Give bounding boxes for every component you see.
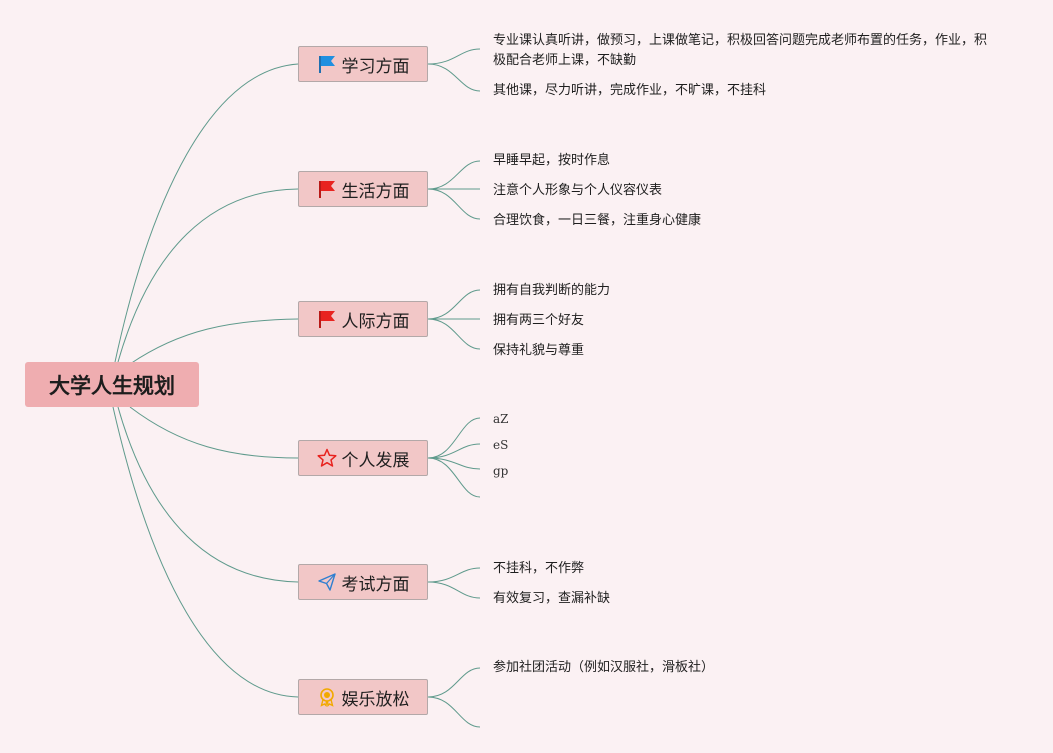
connector-study-leaf	[427, 48, 481, 65]
branch-label: 娱乐放松	[341, 689, 410, 710]
connector-root-development	[129, 406, 299, 459]
connector-life-leaf	[427, 188, 481, 220]
medal-icon	[317, 687, 337, 707]
blue-flag-icon	[317, 54, 337, 74]
paper-plane-icon	[317, 572, 337, 592]
branch-label: 生活方面	[341, 181, 410, 202]
connector-life-leaf	[427, 160, 481, 190]
branch-exam[interactable]: 考试方面	[298, 564, 428, 600]
connector-root-exam	[117, 406, 299, 583]
branch-study[interactable]: 学习方面	[298, 46, 428, 82]
red-flag-icon	[317, 309, 337, 329]
leaf-topic[interactable]: 专业课认真听讲，做预习，上课做笔记，积极回答问题完成老师布置的任务，作业，积极配…	[493, 33, 988, 68]
star-icon	[316, 448, 337, 468]
connector-exam-leaf	[427, 581, 481, 599]
branch-label: 考试方面	[341, 574, 410, 595]
connector-social-leaf	[427, 318, 481, 350]
connector-exam-leaf	[427, 567, 481, 583]
leaf-topic[interactable]: 拥有两三个好友	[493, 313, 585, 328]
leaf-topic[interactable]: 注意个人形象与个人仪容仪表	[493, 183, 663, 198]
leaf-topic[interactable]: 拥有自我判断的能力	[493, 283, 611, 298]
connector-social-leaf	[427, 289, 481, 320]
leaf-topic[interactable]: 早睡早起，按时作息	[493, 153, 611, 168]
connector-root-life	[117, 188, 299, 363]
connector-development-leaf	[427, 417, 481, 459]
branch-social[interactable]: 人际方面	[298, 301, 428, 337]
connector-development-leaf	[427, 443, 481, 459]
branch-label: 学习方面	[341, 56, 410, 77]
branch-label: 个人发展	[341, 450, 410, 471]
leaf-topic[interactable]: 不挂科，不作弊	[493, 561, 585, 576]
connector-leisure-leaf	[427, 696, 481, 728]
red-flag-icon	[317, 179, 337, 199]
leaf-topic[interactable]: 合理饮食，一日三餐，注重身心健康	[493, 213, 702, 228]
leaf-topic[interactable]: aZ	[493, 412, 509, 426]
leaf-topic[interactable]: 参加社团活动（例如汉服社，滑板社）	[493, 660, 715, 675]
branch-life[interactable]: 生活方面	[298, 171, 428, 207]
connector-root-study	[114, 63, 299, 363]
connector-root-social	[129, 318, 299, 365]
branch-development[interactable]: 个人发展	[298, 440, 428, 476]
leaf-topic[interactable]: eS	[493, 438, 509, 452]
root-topic[interactable]: 大学人生规划	[25, 362, 199, 407]
leaf-topic[interactable]: 有效复习，查漏补缺	[493, 591, 611, 606]
connector-development-leaf	[427, 457, 481, 498]
branch-label: 人际方面	[341, 311, 410, 332]
leaf-topic[interactable]: gp	[493, 464, 509, 478]
branch-leisure[interactable]: 娱乐放松	[298, 679, 428, 715]
leaf-topic[interactable]: 保持礼貌与尊重	[493, 343, 585, 358]
connector-root-leisure	[112, 406, 299, 698]
connector-leisure-leaf	[427, 667, 481, 698]
leaf-topic[interactable]: 其他课，尽力听讲，完成作业，不旷课，不挂科	[493, 83, 767, 98]
connector-study-leaf	[427, 63, 481, 92]
